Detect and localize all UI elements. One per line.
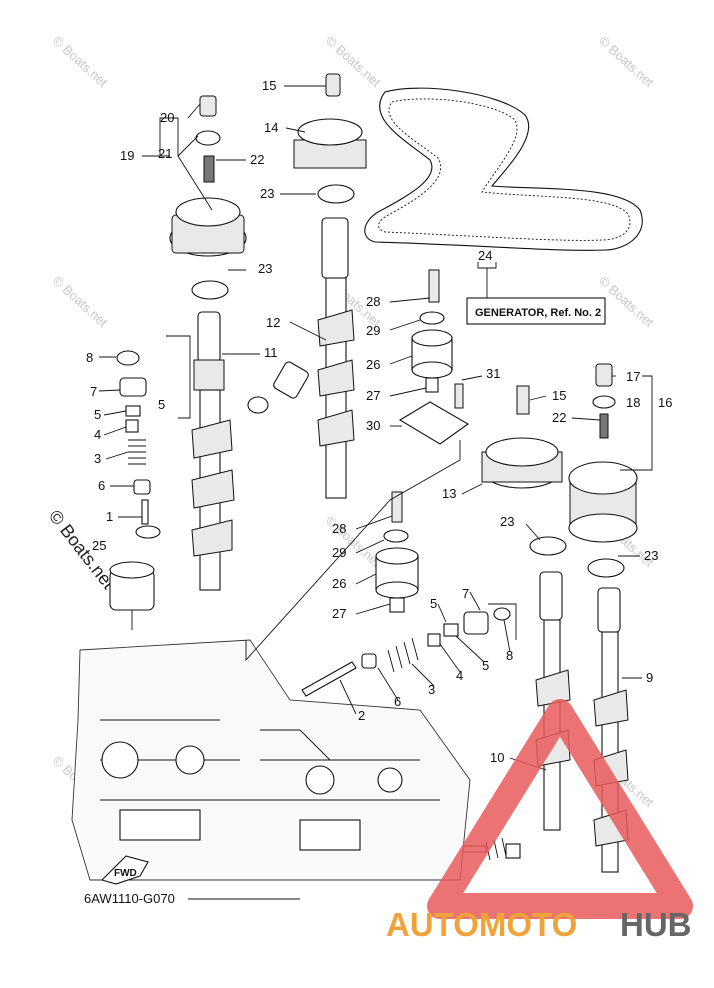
callout-31: 31	[486, 366, 500, 381]
callout-27: 27	[332, 606, 346, 621]
callout-12: 12	[266, 315, 280, 330]
callout-22: 22	[250, 152, 264, 167]
callout-29: 29	[366, 323, 380, 338]
engine-block	[71, 639, 471, 881]
callout-22: 22	[552, 410, 566, 425]
callout-5: 5	[482, 658, 489, 673]
callout-15: 15	[552, 388, 566, 403]
callout-6: 6	[394, 694, 401, 709]
callout-5: 5	[430, 596, 437, 611]
callout-14: 14	[264, 120, 278, 135]
diagram-code: 6AW1110-G070	[84, 891, 175, 906]
callout-11: 11	[264, 345, 278, 360]
callout-23: 23	[258, 261, 272, 276]
callout-23: 23	[644, 548, 658, 563]
callout-3: 3	[94, 451, 101, 466]
callout-28: 28	[366, 294, 380, 309]
callout-3: 3	[428, 682, 435, 697]
callout-10: 10	[490, 750, 504, 765]
generator-ref-label: GENERATOR, Ref. No. 2	[475, 307, 601, 319]
callout-8: 8	[506, 648, 513, 663]
callout-20: 20	[160, 110, 174, 125]
upper-tensioner	[398, 269, 470, 445]
callout-19: 19	[120, 148, 134, 163]
timing-belt	[364, 87, 643, 251]
callout-6: 6	[98, 478, 105, 493]
center-camshaft	[247, 217, 355, 499]
right-sprocket-assembly	[481, 363, 638, 578]
callout-29: 29	[332, 545, 346, 560]
logo-text-right: HUB	[620, 906, 692, 943]
callout-28: 28	[332, 521, 346, 536]
automotohub-logo: AUTOMOTO HUB	[386, 699, 693, 943]
callout-27: 27	[366, 388, 380, 403]
lower-left-tensioner	[109, 561, 155, 630]
logo-triangle	[427, 699, 693, 919]
callout-7: 7	[90, 384, 97, 399]
callout-18: 18	[626, 395, 640, 410]
callout-25: 25	[92, 538, 106, 553]
callout-8: 8	[86, 350, 93, 365]
callout-30: 30	[366, 418, 380, 433]
callout-17: 17	[626, 369, 640, 384]
callout-5: 5	[158, 397, 165, 412]
left-sprocket-assembly	[169, 95, 247, 300]
callout-4: 4	[456, 668, 463, 683]
left-valve-parts	[116, 350, 161, 539]
callout-1: 1	[106, 509, 113, 524]
generator-ref-box: GENERATOR, Ref. No. 2	[466, 262, 606, 325]
callout-23: 23	[500, 514, 514, 529]
lower-valve-parts	[301, 607, 511, 697]
callout-numbers: 15 14 23 20 19 21 22 23 11 12 8 7 5 5 4 …	[86, 78, 672, 765]
callout-13: 13	[442, 486, 456, 501]
left-camshaft	[191, 311, 235, 591]
callout-24: 24	[478, 248, 492, 263]
watermark: © Boats.net	[50, 273, 111, 330]
forward-direction-arrow: FWD	[100, 855, 149, 885]
callout-5: 5	[94, 407, 101, 422]
callout-26: 26	[332, 576, 346, 591]
callout-23: 23	[260, 186, 274, 201]
watermark: © Boats.net	[596, 33, 657, 90]
center-sprocket-assembly	[293, 73, 367, 204]
callout-15: 15	[262, 78, 276, 93]
callout-2: 2	[358, 708, 365, 723]
callout-9: 9	[646, 670, 653, 685]
watermark: © Boats.net	[50, 33, 111, 90]
lower-tensioner	[375, 491, 419, 613]
callout-16: 16	[658, 395, 672, 410]
callout-7: 7	[462, 586, 469, 601]
callout-4: 4	[94, 427, 101, 442]
logo-text-left: AUTOMOTO	[386, 906, 577, 943]
fwd-label: FWD	[114, 868, 137, 879]
callout-26: 26	[366, 357, 380, 372]
callout-21: 21	[158, 146, 172, 161]
